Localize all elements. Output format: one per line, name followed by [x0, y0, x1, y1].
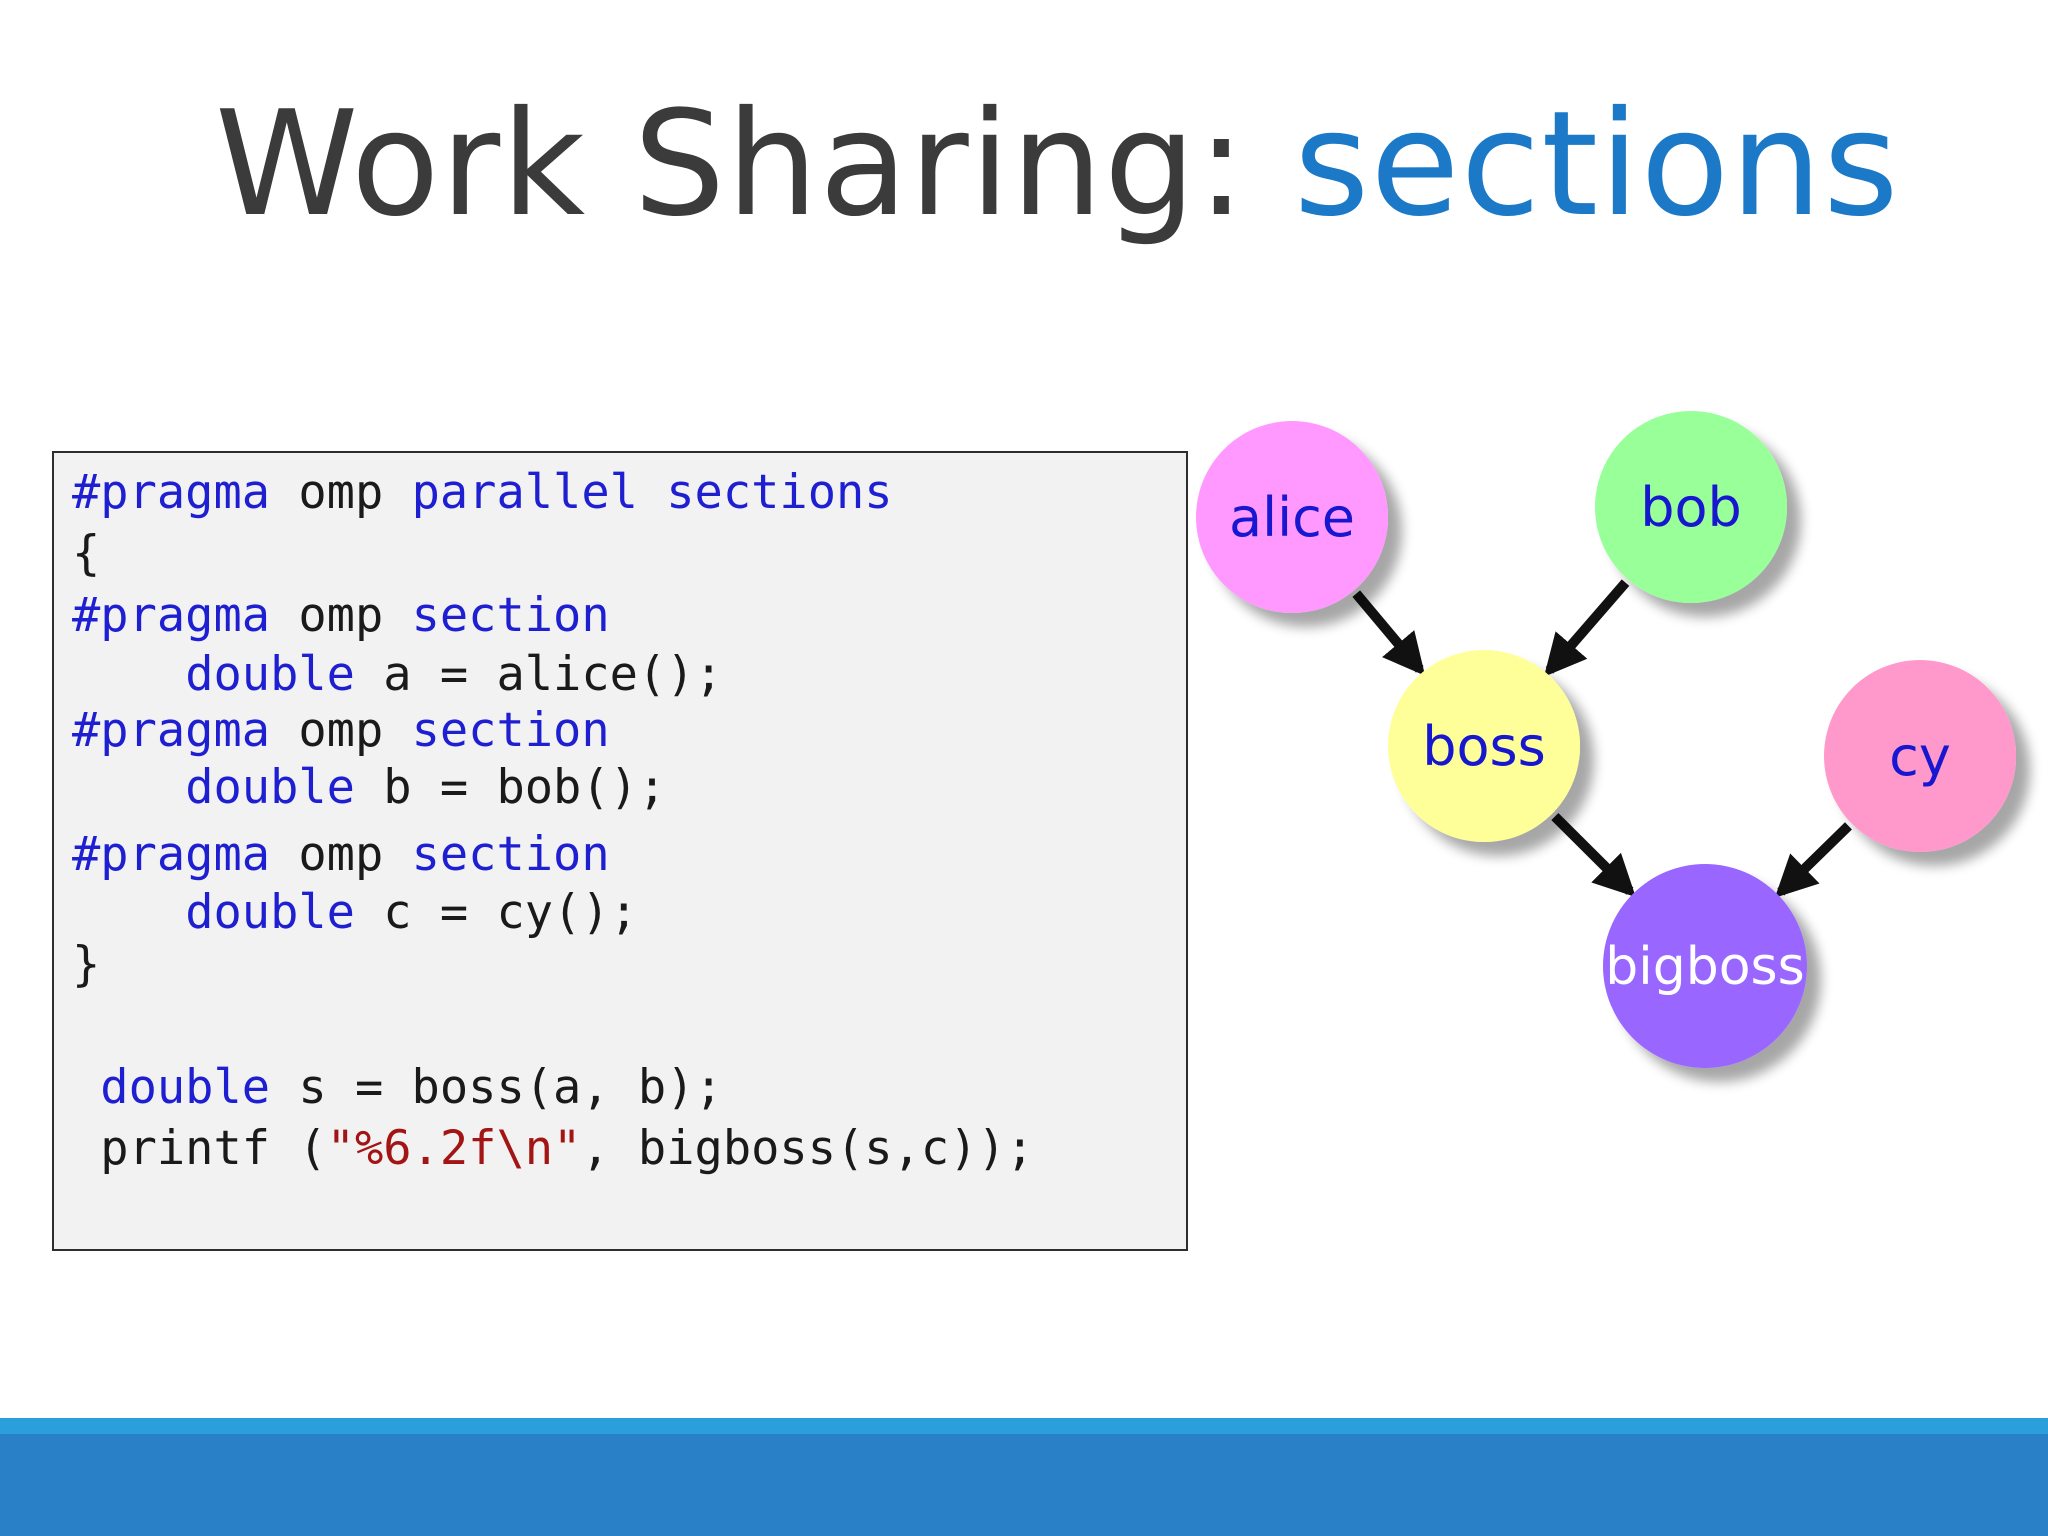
node-cy: cy [1824, 660, 2016, 852]
code-text: c = cy(); [354, 885, 638, 940]
edge-boss-to-bigboss [1551, 813, 1636, 898]
code-line: printf ("%6.2f\n", bigboss(s,c)); [72, 1119, 1034, 1179]
node-bigboss: bigboss [1603, 864, 1807, 1068]
code-keyword: #pragma [72, 465, 271, 520]
edge-bob-to-boss [1543, 579, 1630, 677]
footer-bar [0, 1434, 2048, 1536]
node-circle [1595, 411, 1787, 603]
code-text: { [72, 526, 101, 581]
code-keyword: #pragma [72, 827, 271, 882]
code-keyword: parallel sections [411, 465, 893, 520]
footer-stripe [0, 1418, 2048, 1434]
node-boss: boss [1388, 650, 1580, 842]
code-keyword: section [411, 703, 610, 758]
code-line: { [72, 524, 100, 584]
edge-cy-to-bigboss [1774, 822, 1852, 898]
code-text: , bigboss(s,c)); [581, 1121, 1035, 1176]
code-text: b = bob(); [354, 760, 667, 815]
code-text: omp [270, 827, 412, 882]
node-label: cy [1889, 725, 1951, 788]
node-circle [1824, 660, 2016, 852]
node-label: alice [1229, 486, 1355, 549]
code-line: double b = bob(); [72, 758, 666, 818]
code-keyword: double [185, 885, 355, 940]
code-keyword: double [100, 1060, 271, 1115]
code-line: #pragma omp section [72, 586, 610, 646]
code-string: "%6.2f\n" [326, 1121, 582, 1176]
code-keyword: section [411, 588, 610, 643]
code-text: } [72, 937, 101, 992]
code-line: double a = alice(); [72, 645, 723, 705]
code-keyword: #pragma [72, 588, 271, 643]
code-keyword: #pragma [72, 703, 271, 758]
code-line: #pragma omp parallel sections [72, 463, 893, 523]
edge-alice-to-boss [1352, 590, 1426, 676]
code-text: omp [270, 465, 412, 520]
code-text: s = boss(a, b); [270, 1060, 723, 1115]
code-text: printf ( [72, 1121, 327, 1176]
node-bob: bob [1595, 411, 1787, 603]
title-main: Work Sharing: [215, 80, 1294, 249]
code-line: double c = cy(); [72, 883, 638, 943]
code-line: double s = boss(a, b); [72, 1058, 723, 1118]
code-text: omp [270, 703, 412, 758]
code-line: #pragma omp section [72, 825, 610, 885]
node-label: boss [1422, 715, 1546, 778]
code-block: #pragma omp parallel sections{#pragma om… [52, 451, 1188, 1251]
slide-title: Work Sharing: sections [215, 70, 1900, 260]
node-label: bob [1640, 476, 1742, 539]
node-label: bigboss [1605, 937, 1804, 997]
code-line: #pragma omp section [72, 701, 610, 761]
code-keyword: section [411, 827, 610, 882]
code-text: a = alice(); [354, 647, 723, 702]
code-keyword: double [185, 647, 355, 702]
node-circle [1196, 421, 1388, 613]
node-circle [1388, 650, 1580, 842]
node-alice: alice [1196, 421, 1388, 613]
title-accent: sections [1293, 80, 1900, 249]
node-circle [1603, 864, 1807, 1068]
code-keyword: double [185, 760, 355, 815]
code-text: omp [270, 588, 412, 643]
code-line: } [72, 935, 100, 995]
